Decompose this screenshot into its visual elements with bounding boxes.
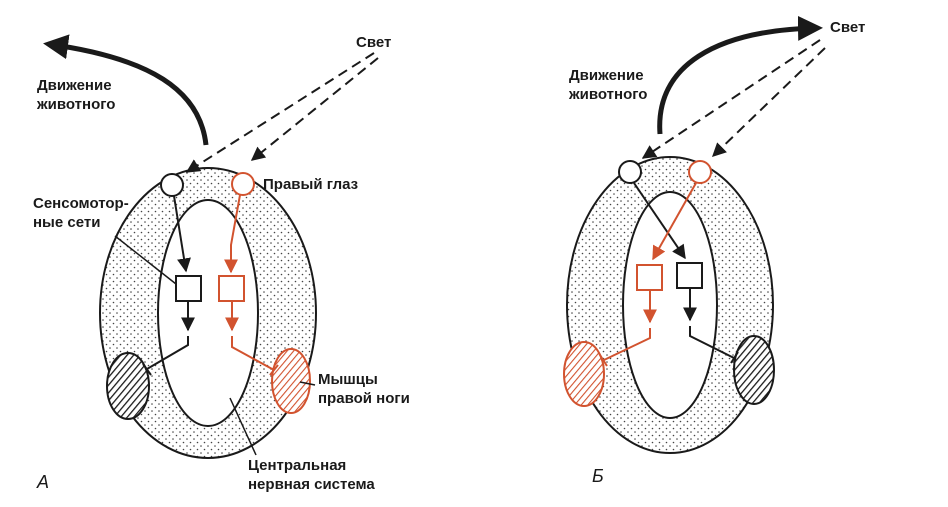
light-ray-to-right-eye [250, 57, 379, 161]
sensorimotor-label-2: ные сети [33, 214, 100, 231]
panel-b-movement-label-1: Движение [569, 67, 644, 84]
left-eye-b [618, 160, 642, 184]
panel-b: Свет Движение животного Б [563, 15, 865, 486]
red-pathway-to-right-muscle [231, 336, 275, 371]
panel-b-letter: Б [592, 466, 604, 486]
light-ray-to-right-eye-b [711, 47, 826, 157]
cns-leader-line [229, 397, 257, 456]
left-eye [160, 173, 184, 197]
light-ray-to-left-eye [185, 52, 375, 173]
black-pathway-bar-b [730, 351, 739, 364]
sensorimotor-leader-line [114, 235, 177, 285]
panel-a: Свет Движение животного Правый глаз Сенс… [33, 34, 410, 493]
panel-a-movement-label-2: животного [36, 96, 115, 113]
black-sensorimotor-network-b [676, 262, 703, 289]
muscles-label-2: правой ноги [318, 390, 410, 407]
muscles-leader-line [299, 381, 316, 386]
cns-label-1: Центральная [248, 457, 346, 474]
animal-movement-arrow [43, 34, 209, 146]
red-pathway-bar-b [599, 354, 608, 367]
left-leg-muscle [106, 352, 150, 420]
panel-b-movement-label-2: животного [568, 86, 647, 103]
right-eye-b [688, 160, 712, 184]
sensorimotor-label-1: Сенсомотор- [33, 195, 129, 212]
right-eye [231, 172, 255, 196]
black-pathway-eye-to-network-b [633, 182, 686, 260]
red-sensorimotor-network-b [636, 264, 663, 291]
red-pathway-to-left-muscle-b [603, 328, 651, 361]
black-pathway-eye-to-network [173, 195, 191, 273]
animal-movement-arrow-b [657, 15, 823, 135]
black-pathway-to-left-muscle [146, 336, 189, 370]
muscles-label-1: Мышцы [318, 371, 378, 388]
central-nervous-system-b [622, 191, 718, 419]
cns-label-2: нервная система [248, 476, 375, 493]
black-sensorimotor-network [175, 275, 202, 302]
panel-b-light-label: Свет [830, 19, 865, 36]
panel-a-letter: А [36, 472, 49, 492]
right-leg-muscle-b [733, 335, 775, 405]
right-eye-label: Правый глаз [263, 176, 358, 193]
red-pathway-bar [269, 364, 279, 376]
red-sensorimotor-network [218, 275, 245, 302]
black-pathway-bar [142, 363, 152, 376]
red-pathway-eye-to-network-b [652, 182, 697, 261]
panel-a-movement-label-1: Движение [37, 77, 112, 94]
black-pathway-to-right-muscle-b [689, 326, 735, 359]
light-ray-to-left-eye-b [641, 39, 821, 159]
central-nervous-system [157, 199, 259, 427]
red-pathway-eye-to-network [224, 194, 241, 274]
right-leg-muscle [271, 348, 311, 414]
left-leg-muscle-b [563, 341, 605, 407]
panel-a-light-label: Свет [356, 34, 391, 51]
